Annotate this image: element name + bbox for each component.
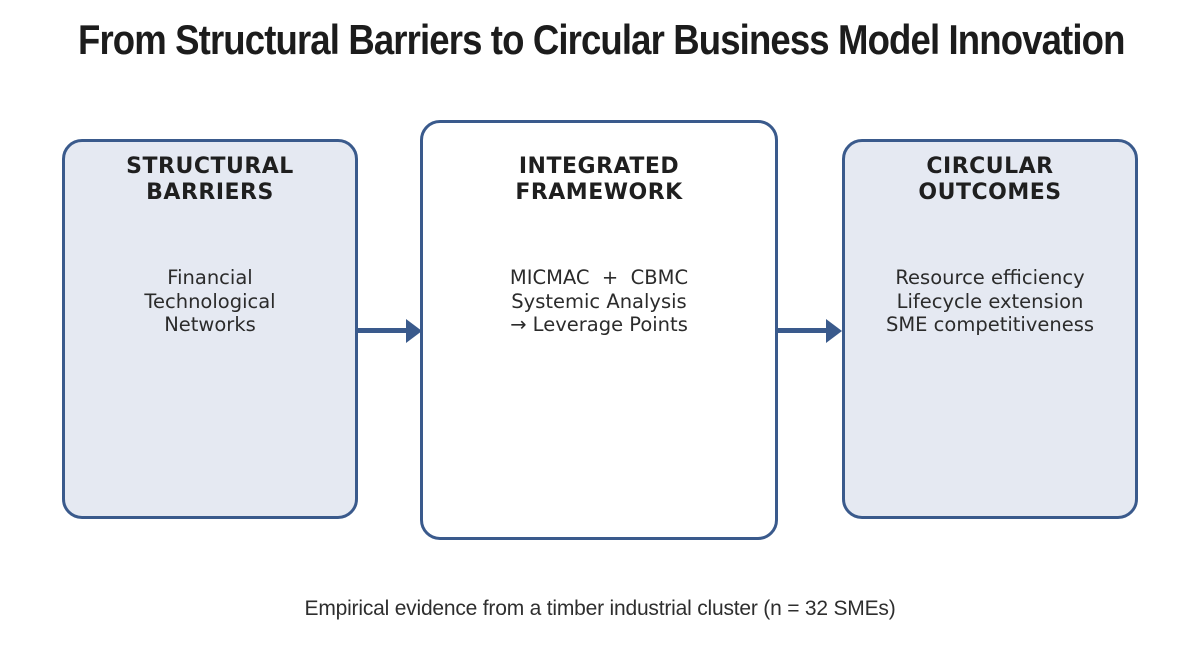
structural-barriers-items: Financial Technological Networks — [144, 266, 276, 336]
circular-outcomes-items: Resource efficiency Lifecycle extension … — [885, 266, 1095, 336]
flow-box-structural-barriers — [62, 139, 358, 519]
structural-barriers-header: STRUCTURAL BARRIERS — [126, 154, 294, 205]
circular-outcomes-header: CIRCULAR OUTCOMES — [918, 154, 1062, 205]
diagram-caption: Empirical evidence from a timber industr… — [304, 597, 896, 620]
flow-box-circular-outcomes — [842, 139, 1138, 519]
diagram-title: From Structural Barriers to Circular Bus… — [78, 16, 1125, 63]
flow-box-integrated-framework — [420, 120, 778, 540]
arrowhead-right-icon — [406, 319, 422, 343]
arrow-framework-to-outcomes — [778, 328, 827, 333]
integrated-framework-items: MICMAC + CBMC Systemic Analysis → Levera… — [509, 266, 689, 336]
arrow-barriers-to-framework — [358, 328, 407, 333]
integrated-framework-header: INTEGRATED FRAMEWORK — [515, 154, 683, 205]
arrowhead-right-icon — [826, 319, 842, 343]
